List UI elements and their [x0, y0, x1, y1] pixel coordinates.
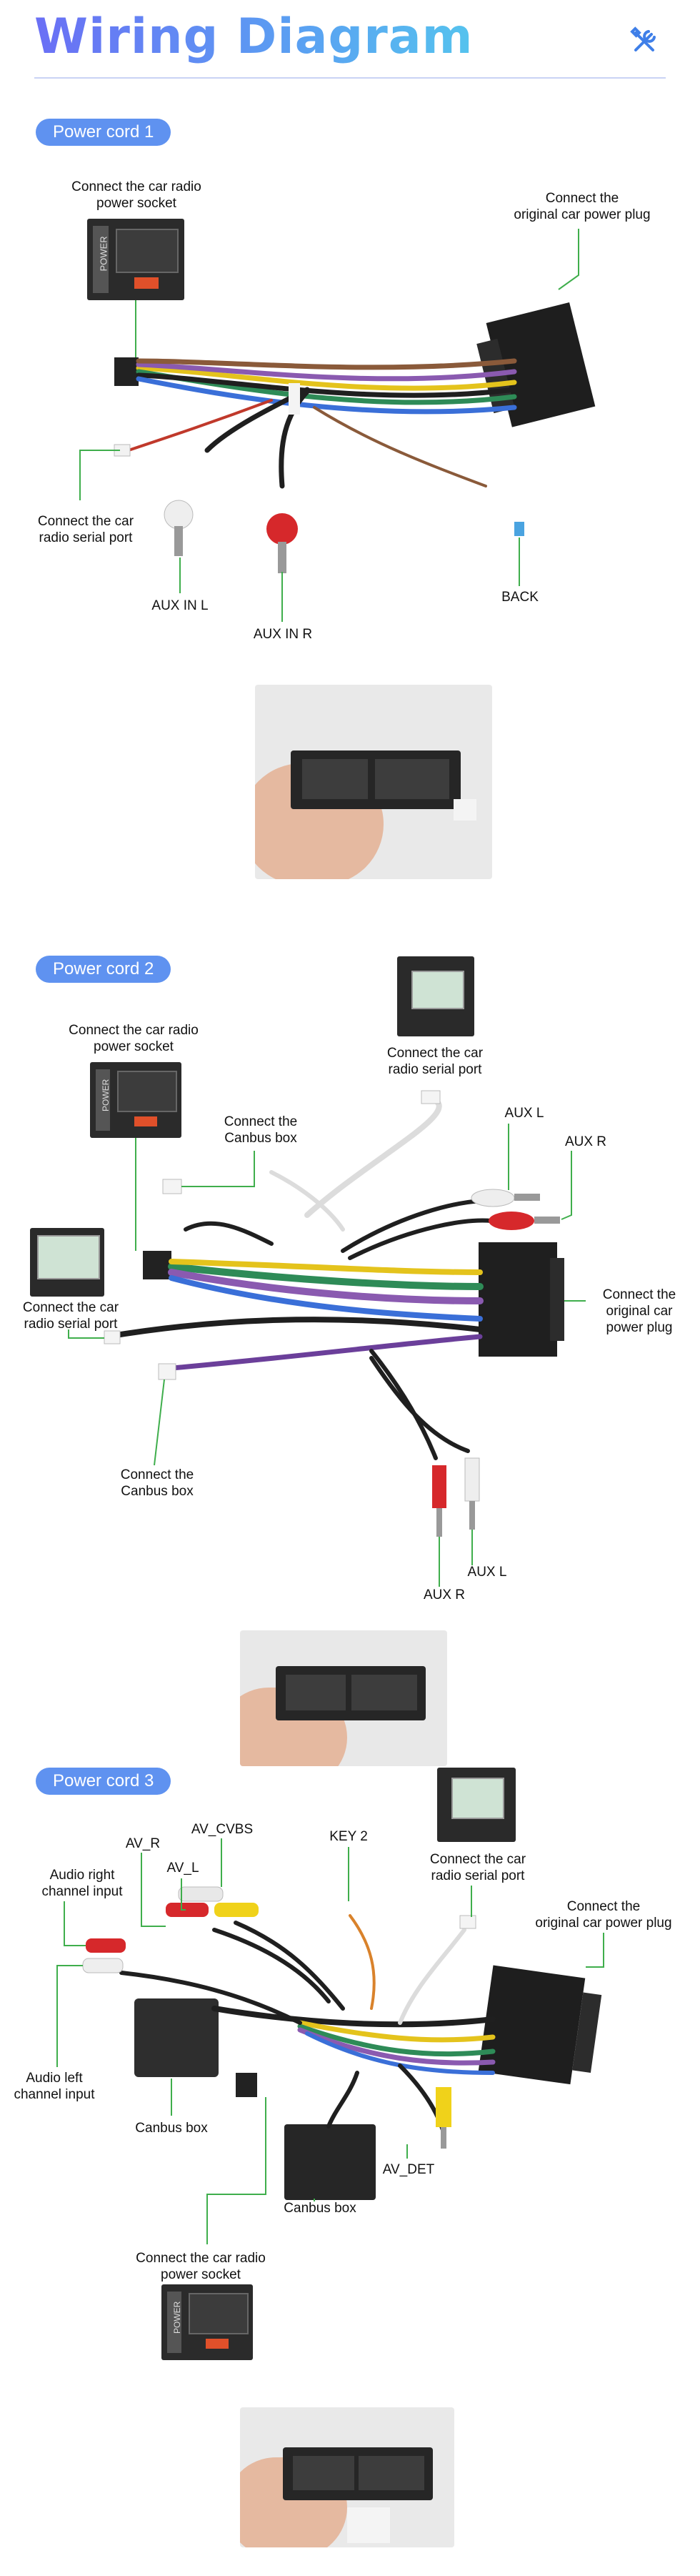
label-aux-r-bottom: AUX R [423, 1587, 466, 1602]
connector-photo-1 [255, 685, 492, 879]
section-pill-power-cord-3: Power cord 3 [36, 1768, 171, 1795]
label-aux-l-bottom: AUX L [467, 1565, 507, 1580]
page-title: Wiring Diagram [34, 9, 474, 65]
label-audio-left-line2: channel input [14, 2087, 95, 2102]
label-canbus-box-2: Canbus box [284, 2201, 356, 2216]
serial-port-inset-left [30, 1228, 104, 1297]
serial-port-inset-3 [437, 1768, 516, 1842]
label-radio-power-2-line2: power socket [94, 1039, 174, 1054]
label-serial-left-line1: Connect the car [22, 1300, 119, 1315]
label-serial-line1: Connect the car [37, 514, 134, 529]
label-av-det: AV_DET [382, 2162, 435, 2177]
label-key2: KEY 2 [329, 1829, 368, 1844]
label-orig-power-2-line2: original car [606, 1304, 673, 1319]
label-canbus-top-line2: Canbus box [224, 1131, 297, 1146]
power-socket-inset: POWER [87, 219, 184, 300]
title-divider [34, 77, 666, 79]
wrench-screwdriver-icon [629, 26, 660, 57]
label-av-r: AV_R [125, 1836, 161, 1851]
label-back: BACK [501, 590, 539, 605]
connector-photo-2 [240, 1630, 447, 1766]
power-socket-inset-3: POWER [161, 2284, 253, 2360]
label-orig-power-line1: Connect the [545, 191, 619, 206]
label-serial-top-line1: Connect the car [386, 1046, 484, 1061]
label-av-l: AV_L [166, 1861, 199, 1876]
power-label-3: POWER [172, 2301, 182, 2334]
label-aux-in-r: AUX IN R [253, 627, 313, 642]
connector-photo-3 [240, 2407, 454, 2547]
label-serial-line2: radio serial port [39, 530, 133, 545]
label-orig-power-2-line1: Connect the [602, 1287, 676, 1302]
serial-port-inset-top [397, 956, 474, 1036]
label-orig-power-3-line1: Connect the [566, 1899, 641, 1914]
label-canbus-bottom-line1: Connect the [120, 1467, 194, 1482]
power-socket-inset-2: POWER [90, 1062, 181, 1138]
section-pill-power-cord-1: Power cord 1 [36, 119, 171, 146]
label-orig-power-3-line2: original car power plug [535, 1916, 672, 1931]
label-canbus-top-line1: Connect the [224, 1114, 298, 1129]
label-canbus-bottom-line2: Canbus box [121, 1484, 194, 1499]
label-serial-3-line2: radio serial port [431, 1868, 525, 1883]
label-aux-l-top: AUX L [504, 1106, 544, 1121]
label-audio-right-line2: channel input [41, 1884, 123, 1899]
label-serial-left-line2: radio serial port [24, 1317, 118, 1332]
label-radio-power-3-line2: power socket [161, 2267, 241, 2282]
label-radio-power-line1: Connect the car radio [71, 179, 201, 194]
label-radio-power-3-line1: Connect the car radio [136, 2251, 266, 2266]
label-aux-in-l: AUX IN L [151, 598, 209, 613]
section-pill-power-cord-2: Power cord 2 [36, 956, 171, 983]
label-radio-power-2-line1: Connect the car radio [69, 1023, 199, 1038]
label-audio-left-line1: Audio left [26, 2071, 83, 2086]
label-orig-power-2-line3: power plug [606, 1320, 673, 1335]
label-audio-right-line1: Audio right [49, 1868, 115, 1883]
label-serial-3-line1: Connect the car [429, 1852, 526, 1867]
label-aux-r-top: AUX R [564, 1134, 607, 1149]
label-orig-power-line2: original car power plug [514, 207, 651, 222]
label-serial-top-line2: radio serial port [388, 1062, 482, 1077]
label-canbus-box-1: Canbus box [135, 2121, 208, 2136]
label-av-cvbs: AV_CVBS [191, 1822, 254, 1837]
label-radio-power-line2: power socket [96, 196, 176, 211]
